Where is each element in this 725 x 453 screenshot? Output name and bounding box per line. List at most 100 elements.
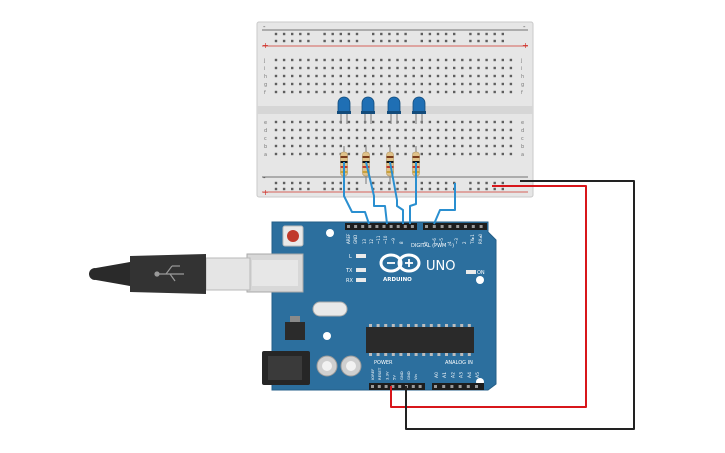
breadboard-hole[interactable] [380, 82, 383, 86]
breadboard-hole[interactable] [436, 66, 440, 70]
breadboard-hole[interactable] [404, 120, 407, 124]
breadboard-hole[interactable] [355, 128, 359, 132]
breadboard-hole[interactable] [307, 74, 310, 78]
breadboard-hole[interactable] [493, 128, 496, 132]
breadboard-hole[interactable] [453, 120, 456, 124]
breadboard-hole[interactable] [501, 82, 504, 86]
breadboard-hole[interactable] [428, 136, 432, 140]
breadboard-hole[interactable] [291, 136, 294, 140]
breadboard-hole[interactable] [282, 120, 286, 124]
header-pin[interactable] [389, 225, 393, 228]
breadboard-hole[interactable] [501, 152, 504, 156]
breadboard-hole[interactable] [291, 181, 294, 185]
breadboard-hole[interactable] [469, 181, 472, 185]
breadboard-hole[interactable] [436, 120, 440, 124]
header-pin[interactable] [475, 385, 478, 388]
breadboard-hole[interactable] [420, 66, 423, 70]
breadboard-hole[interactable] [372, 136, 375, 140]
breadboard-hole[interactable] [477, 181, 480, 185]
breadboard-hole[interactable] [420, 187, 423, 191]
header-pin[interactable] [347, 225, 350, 228]
breadboard-hole[interactable] [420, 74, 423, 78]
breadboard-hole[interactable] [372, 128, 375, 132]
breadboard-hole[interactable] [509, 128, 513, 132]
breadboard-hole[interactable] [444, 82, 448, 86]
breadboard-hole[interactable] [291, 39, 294, 43]
breadboard-hole[interactable] [420, 181, 423, 185]
wire-blue-gnd[interactable] [433, 183, 456, 225]
header-pin[interactable] [432, 225, 436, 228]
wire-blue-4[interactable] [409, 162, 417, 224]
header-pin[interactable] [464, 225, 467, 228]
breadboard-hole[interactable] [428, 90, 432, 94]
breadboard-hole[interactable] [404, 187, 407, 191]
breadboard-hole[interactable] [282, 144, 286, 148]
breadboard-hole[interactable] [299, 32, 302, 36]
breadboard-hole[interactable] [461, 82, 464, 86]
breadboard-hole[interactable] [428, 66, 432, 70]
breadboard-hole[interactable] [372, 66, 375, 70]
breadboard-hole[interactable] [388, 120, 391, 124]
header-pin[interactable] [403, 225, 407, 228]
breadboard-hole[interactable] [428, 82, 432, 86]
breadboard-hole[interactable] [404, 58, 407, 62]
breadboard-hole[interactable] [461, 152, 464, 156]
breadboard-hole[interactable] [339, 181, 342, 185]
breadboard-hole[interactable] [469, 187, 472, 191]
breadboard-hole[interactable] [282, 39, 286, 43]
breadboard-hole[interactable] [274, 187, 278, 191]
breadboard-hole[interactable] [372, 120, 375, 124]
breadboard-hole[interactable] [485, 181, 488, 185]
breadboard-hole[interactable] [501, 120, 504, 124]
header-pin[interactable] [450, 385, 454, 388]
breadboard-hole[interactable] [307, 90, 310, 94]
breadboard-hole[interactable] [428, 74, 432, 78]
breadboard-hole[interactable] [331, 74, 334, 78]
breadboard-hole[interactable] [485, 120, 488, 124]
breadboard-hole[interactable] [323, 187, 326, 191]
breadboard-hole[interactable] [323, 152, 326, 156]
breadboard-hole[interactable] [315, 74, 318, 78]
header-pin[interactable] [384, 385, 388, 388]
breadboard-hole[interactable] [493, 152, 496, 156]
breadboard-hole[interactable] [412, 74, 415, 78]
breadboard-hole[interactable] [282, 74, 286, 78]
breadboard-hole[interactable] [307, 144, 310, 148]
breadboard-hole[interactable] [444, 90, 448, 94]
breadboard-hole[interactable] [501, 32, 504, 36]
breadboard-hole[interactable] [501, 181, 504, 185]
breadboard-hole[interactable] [477, 32, 480, 36]
breadboard-hole[interactable] [436, 39, 440, 43]
breadboard-hole[interactable] [323, 128, 326, 132]
breadboard-hole[interactable] [282, 152, 286, 156]
breadboard-hole[interactable] [501, 39, 504, 43]
breadboard-hole[interactable] [372, 152, 375, 156]
breadboard-hole[interactable] [469, 82, 472, 86]
breadboard-hole[interactable] [291, 128, 294, 132]
breadboard-hole[interactable] [347, 136, 351, 140]
breadboard-hole[interactable] [388, 66, 391, 70]
header-pin[interactable] [368, 225, 372, 228]
header-pin[interactable] [434, 385, 437, 388]
led[interactable] [412, 96, 426, 113]
breadboard-hole[interactable] [493, 82, 496, 86]
breadboard-hole[interactable] [461, 136, 464, 140]
breadboard-hole[interactable] [291, 66, 294, 70]
arduino-uno-board[interactable]: L TX RX ON UNO ARDUINO DIGITAL (PWM ~) P… [246, 221, 497, 391]
breadboard-hole[interactable] [477, 74, 480, 78]
breadboard-hole[interactable] [509, 82, 513, 86]
breadboard-hole[interactable] [323, 144, 326, 148]
breadboard-hole[interactable] [485, 90, 488, 94]
breadboard-hole[interactable] [469, 90, 472, 94]
breadboard-hole[interactable] [461, 74, 464, 78]
breadboard-hole[interactable] [299, 152, 302, 156]
breadboard-hole[interactable] [372, 74, 375, 78]
breadboard-hole[interactable] [509, 120, 513, 124]
breadboard-hole[interactable] [355, 39, 359, 43]
breadboard-hole[interactable] [299, 136, 302, 140]
breadboard-hole[interactable] [380, 128, 383, 132]
breadboard-hole[interactable] [355, 66, 359, 70]
header-pin[interactable] [382, 225, 386, 228]
breadboard-hole[interactable] [282, 181, 286, 185]
